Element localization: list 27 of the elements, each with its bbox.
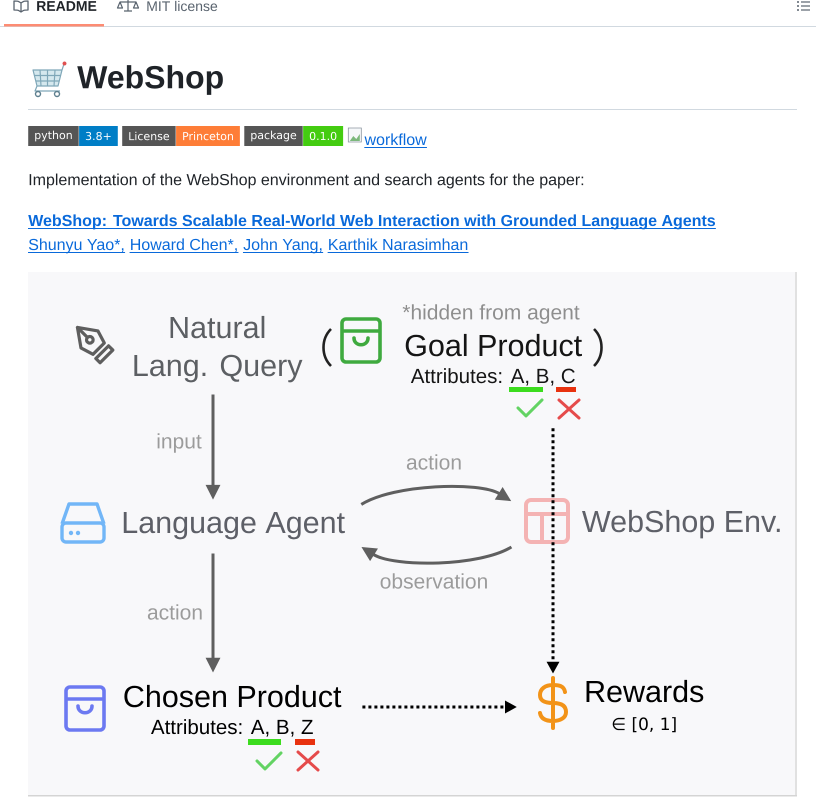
node-label: Rewards ∈ [0, 1] [586, 680, 704, 732]
badge: package [244, 126, 303, 146]
edge-label: action [404, 452, 464, 472]
badge: python [28, 126, 79, 146]
badge: 3.8+ [79, 126, 118, 146]
tab-label: MIT license [147, 0, 218, 12]
tab: README [4, 1, 104, 26]
badge: 0.1.0 [303, 126, 344, 146]
node-label: WebShop Env. [582, 510, 780, 538]
note: *hidden from agent [402, 304, 580, 324]
edge-label: action [146, 602, 205, 622]
edge-label: observation [378, 572, 490, 590]
badge: License [122, 126, 176, 146]
node-label: Chosen Product Attributes: A, B, Z [124, 684, 342, 737]
link: Shunyu Yao*, [28, 238, 126, 254]
heading: WebShop [77, 65, 223, 95]
badge: Princeton [176, 126, 240, 146]
link: John Yang, [242, 238, 324, 254]
paragraph: Implementation of the WebShop environment and search agents for the paper: [30, 174, 584, 188]
link: Howard Chen*, [129, 238, 239, 253]
node-label: Natural Lang. Query [134, 316, 302, 382]
link: WebShop: Towards Scalable Real-World Web Interaction with Grounded Language Agents [28, 214, 716, 230]
edge-label: input [154, 432, 204, 454]
link: Karthik Narasimhan [327, 238, 470, 253]
node-label: Goal Product Attributes: A, B, C [406, 334, 582, 386]
link: workflow [364, 133, 428, 148]
node-label: Language Agent [124, 512, 345, 540]
